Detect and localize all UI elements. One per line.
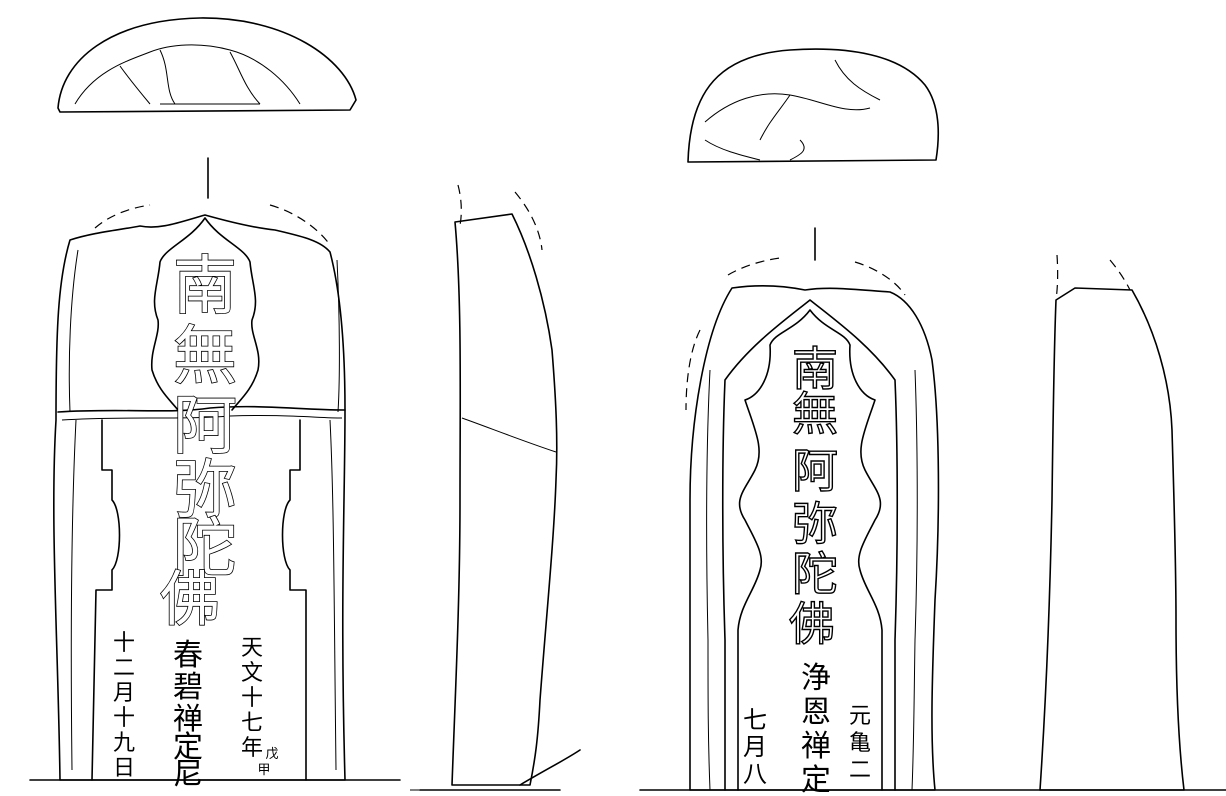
stone-b-center-char: 恩 — [801, 695, 831, 730]
stone-a-right-char: 年 — [241, 736, 263, 761]
stone-a-left-char: 十 — [113, 706, 135, 731]
stone-a-center-char: 定 — [173, 730, 203, 765]
stone-a-right-small-char: 戊 — [265, 747, 278, 762]
stone-a-top-view — [57, 17, 357, 199]
stone-b-center-inscription: 浄 恩 禅 定 — [801, 661, 831, 796]
stone-b-left-inscription: 七 月 八 — [743, 706, 767, 788]
stone-a-left-char: 二 — [113, 656, 135, 681]
stone-a-center-char: 禅 — [173, 702, 203, 737]
stone-b-top-view — [687, 48, 940, 261]
stone-a-main-char: 無 — [173, 320, 237, 394]
stone-b-main-char: 阿 — [792, 444, 838, 498]
stone-a-center-inscription: 春 碧 禅 定 尼 — [173, 638, 203, 792]
stone-a-main-char: 陀 — [173, 512, 237, 586]
stone-a-right-char: 天 — [241, 636, 263, 661]
ground-line — [29, 779, 561, 791]
stone-b-main-char: 陀 — [792, 547, 838, 601]
stone-a-main-char: 弥 — [173, 454, 237, 528]
stone-b-side-view — [1039, 254, 1185, 791]
stone-b-center-char: 浄 — [801, 661, 831, 696]
stone-a-left-char: 九 — [113, 731, 135, 756]
stone-a-main-char: 阿 — [173, 390, 237, 464]
stone-a-side-view — [410, 184, 581, 791]
stone-a-left-char: 十 — [113, 631, 135, 656]
stone-b-left-char: 八 — [743, 760, 767, 788]
stone-b-front-view — [685, 257, 940, 791]
stone-a-main-inscription: 南 無 阿 弥 陀 佛 — [159, 249, 238, 636]
stone-a-right-char: 十 — [241, 686, 263, 711]
stone-b-main-inscription: 南 無 阿 弥 陀 佛 — [788, 341, 838, 651]
stone-a-center-char: 碧 — [173, 670, 203, 705]
stone-b-main-char: 無 — [792, 387, 838, 441]
stone-b-main-char: 南 — [792, 342, 838, 396]
stone-a-main-char: 佛 — [160, 565, 220, 635]
stone-a-left-inscription: 十 二 月 十 九 日 — [113, 631, 135, 781]
stone-a-left-char: 月 — [113, 681, 135, 706]
stone-b-left-char: 月 — [743, 733, 767, 761]
stone-b-right-char: 二 — [849, 758, 871, 783]
stone-a-left-char: 日 — [113, 756, 135, 781]
stone-a-center-char: 春 — [173, 638, 203, 673]
stone-b-right-char: 元 — [849, 704, 871, 729]
stone-b-right-char: 亀 — [849, 731, 871, 756]
stone-b-main-char: 弥 — [792, 497, 838, 551]
stone-a-right-inscription: 天 文 十 七 年 戊 甲 — [241, 636, 279, 778]
stone-a-front-view — [53, 204, 346, 781]
stone-b-center-char: 定 — [801, 763, 831, 796]
stone-b-center-char: 禅 — [801, 729, 831, 764]
stone-a-right-char: 文 — [241, 661, 263, 686]
stone-a-right-char: 七 — [241, 711, 263, 736]
stone-a-main-char: 南 — [173, 250, 237, 324]
stone-b-left-char: 七 — [743, 706, 767, 734]
stone-a-center-char: 尼 — [173, 757, 203, 792]
stone-b-main-char: 佛 — [789, 597, 835, 651]
stone-a-right-small-char: 甲 — [257, 763, 270, 778]
stone-b-right-inscription: 元 亀 二 — [849, 704, 871, 783]
